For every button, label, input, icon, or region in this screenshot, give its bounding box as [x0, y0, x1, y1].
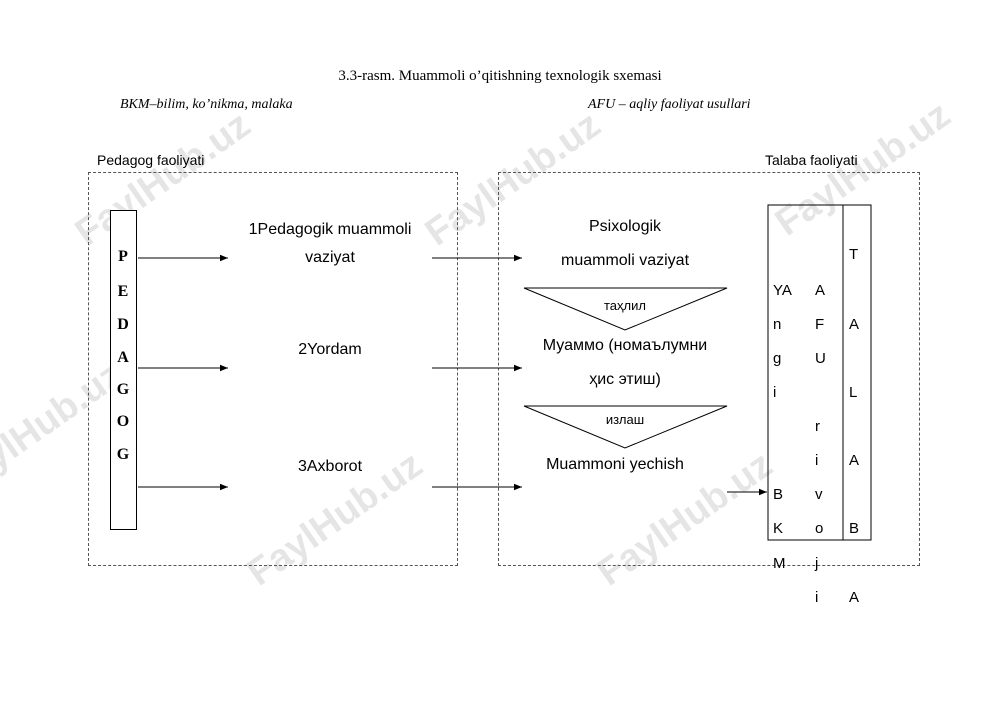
step-line: 1Pedagogik muammoli	[248, 221, 412, 238]
result-line: Muammoni yechish	[546, 456, 684, 473]
col-afu-letter: j	[815, 555, 819, 572]
pedagog-vertical-box	[110, 210, 137, 530]
talaba-region	[498, 172, 920, 566]
col-yangi-letter: B	[773, 486, 784, 503]
col-afu-letter: o	[815, 520, 824, 537]
diagram-title: 3.3-rasm. Muammoli o’qitishning texnolog…	[338, 68, 662, 84]
step-line: 2Yordam	[298, 341, 362, 358]
pedagog-letter: G	[116, 381, 130, 398]
step-line: vaziyat	[305, 249, 355, 266]
col-afu-letter: v	[815, 486, 823, 503]
talaba-section-label: Talaba faoliyati	[765, 152, 858, 168]
col-talaba-letter: T	[849, 246, 859, 263]
col-yangi-letter: K	[773, 520, 784, 537]
col-yangi-letter: n	[773, 316, 782, 333]
triangle-analysis	[523, 287, 728, 331]
col-afu-letter: i	[815, 589, 819, 606]
result-line: Муаммо (номаълумни	[542, 337, 708, 354]
col-talaba-letter: A	[849, 316, 860, 333]
col-yangi-letter: i	[773, 384, 777, 401]
bkm-note: BKM–bilim, ko’nikma, malaka	[120, 97, 293, 112]
col-afu-letter: r	[815, 418, 820, 435]
result-line: Psixologik	[588, 218, 662, 235]
col-afu-letter: A	[815, 282, 826, 299]
col-afu-letter: F	[815, 316, 825, 333]
step-help: 2Yordam	[225, 336, 435, 364]
result-problem-solving: Muammoni yechish	[505, 448, 725, 482]
result-psychological-situation: Psixologik muammoli vaziyat	[515, 210, 735, 278]
col-yangi-letter: g	[773, 350, 782, 367]
step-information: 3Axborot	[225, 453, 435, 481]
col-afu-letter: U	[815, 350, 826, 367]
pedagog-section-label: Pedagog faoliyati	[97, 152, 205, 168]
result-line: muammoli vaziyat	[560, 252, 690, 269]
triangle-search-label: излаш	[605, 412, 645, 427]
col-talaba-letter: A	[849, 452, 860, 469]
talaba-vertical-box	[842, 204, 872, 541]
col-talaba-letter: B	[849, 520, 860, 537]
col-afu-letter: i	[815, 452, 819, 469]
col-yangi-letter: M	[773, 555, 786, 572]
step-pedagogical-situation: 1Pedagogik muammoli vaziyat	[225, 216, 435, 272]
pedagog-letter: P	[118, 248, 128, 265]
pedagog-letter: A	[117, 349, 129, 366]
pedagog-region	[88, 172, 458, 566]
result-line: ҳис этиш)	[589, 371, 661, 388]
col-yangi-letter: YA	[773, 282, 792, 299]
pedagog-letter: D	[117, 316, 129, 333]
col-talaba-letter: A	[849, 589, 860, 606]
pedagog-letter: G	[116, 446, 130, 463]
pedagog-letter: E	[117, 283, 129, 300]
triangle-analysis-label: таҳлил	[604, 298, 646, 313]
pedagog-letter: O	[116, 413, 130, 430]
afu-note: AFU – aqliy faoliyat usullari	[588, 97, 751, 112]
triangle-search	[523, 405, 728, 449]
col-talaba-letter: L	[849, 384, 858, 401]
result-problem-awareness: Муаммо (номаълумни ҳис этиш)	[505, 329, 745, 397]
step-line: 3Axborot	[297, 458, 363, 475]
